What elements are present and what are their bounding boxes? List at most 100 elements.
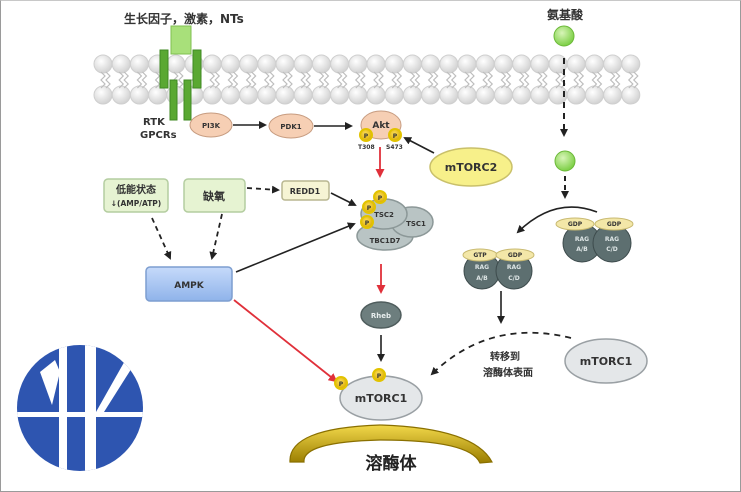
lipid-head [457,54,477,74]
rag-inactive-gdp-2: GDP [607,221,622,228]
lipid-tail [227,71,239,89]
lipid-head [257,54,277,74]
svg-text:C/D: C/D [606,246,618,253]
lipid-head [93,85,113,105]
lipid-tail [336,71,348,89]
lipid-head [493,54,513,74]
lipid-tail [354,71,366,89]
mtorc1-cytosol-node [564,338,648,384]
lipid-head [293,85,313,105]
rag-active-gdp: GDP [508,252,523,259]
lipid-head [530,54,550,74]
lipid-tail [518,71,530,89]
lipid-head [293,54,313,74]
lipid-tail [609,71,621,89]
lipid-head [148,85,168,105]
lipid-tail [427,71,439,89]
tbc1d7-label: TBC1D7 [370,237,401,245]
lipid-head [530,85,550,105]
lipid-head [421,54,441,74]
akt-site-s473: S473 [386,144,403,151]
lipid-tail [536,71,548,89]
pi3k-label: PI3K [202,122,221,130]
pi3k-node [189,112,233,138]
lipid-tail [263,71,275,89]
amino-acid-label: 氨基酸 [547,7,584,22]
lipid-head [129,85,149,105]
lipid-tail [391,71,403,89]
cell-membrane [93,54,641,105]
low-energy-label: 低能状态 [115,183,156,196]
lipid-head [275,54,295,74]
lipid-head [475,85,495,105]
svg-text:A/B: A/B [576,246,588,253]
hypoxia-to-ampk-arrow [209,213,223,260]
tsc2-phospho-3: P [360,215,374,229]
lipid-head [384,85,404,105]
tsc2-label: TSC2 [374,211,394,219]
svg-text:P: P [364,133,369,140]
lipid-head [584,54,604,74]
ampk-to-tsc-arrow [235,222,356,273]
lipid-head [402,54,422,74]
lipid-head [311,54,331,74]
lipid-tail [282,71,293,89]
amino-acid-inside [554,150,576,172]
lipid-tail [573,71,585,89]
lipid-head [166,54,186,74]
tsc1-label: TSC1 [406,220,426,228]
svg-text:C/D: C/D [508,275,520,282]
lipid-tail [209,71,221,89]
mtorc1-phospho-1: P [334,376,348,390]
amino-acid-outside [553,25,575,47]
receptor-label-gpcrs: GPCRs [140,130,177,141]
rag-inactive-gdp-1: GDP [568,221,583,228]
lipid-tail [445,71,457,89]
lipid-head [330,85,350,105]
lipid-head [311,85,331,105]
lipid-tail [100,71,111,89]
hypoxia-to-redd1-arrow [246,185,280,194]
mtorc1-phospho-2: P [372,368,386,382]
low-energy-to-ampk-arrow [151,217,172,260]
svg-text:P: P [378,195,383,202]
svg-text:P: P [377,373,382,380]
lipid-head [275,85,295,105]
hypoxia-box: 缺氧 [183,178,246,213]
lipid-head [475,54,495,74]
lipid-tail [300,71,312,89]
mtorc1-translocation-arrow [430,331,572,376]
lipid-head [421,85,441,105]
svg-text:P: P [367,205,372,212]
tsc2-phospho-2: P [362,200,376,214]
lipid-head [584,85,604,105]
rag-activation-arrow [516,206,598,234]
lipid-head [366,54,386,74]
lipid-head [621,85,641,105]
akt-label: Akt [372,121,390,131]
lipid-head [512,85,532,105]
lipid-tail [245,71,257,89]
lipid-tail [318,71,330,89]
akt-phospho-s473: P [388,128,402,142]
brand-logo [17,345,143,471]
lipid-head [621,54,641,74]
svg-text:P: P [365,220,370,227]
ampk-box: AMPK [145,266,233,302]
hypoxia-label: 缺氧 [202,189,225,203]
lipid-tail [464,71,475,89]
akt-site-t308: T308 [358,144,375,151]
lysosome-membrane [289,424,493,464]
low-energy-box: 低能状态 ↓(AMP/ATP) [103,178,169,213]
svg-text:RAG: RAG [507,264,521,271]
mtorc2-to-akt-arrow [403,137,435,154]
receptor-label-rtk: RTK [143,117,166,128]
svg-text:RAG: RAG [575,236,589,243]
lipid-tail [409,71,421,89]
lipid-head [348,85,368,105]
svg-text:P: P [339,381,344,388]
lipid-head [330,54,350,74]
redd1-to-tsc-arrow [330,192,357,206]
lipid-tail [591,71,603,89]
amp-atp-label: ↓(AMP/ATP) [111,199,161,208]
